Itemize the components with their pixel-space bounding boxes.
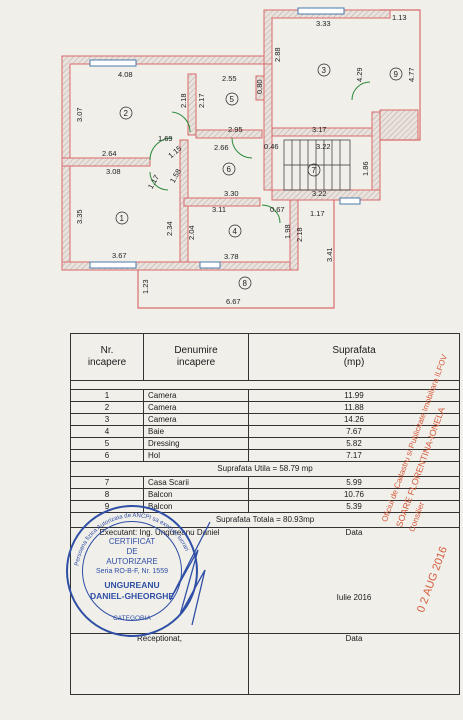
svg-text:1.13: 1.13 bbox=[392, 13, 407, 22]
svg-text:6: 6 bbox=[227, 165, 232, 174]
svg-text:1.23: 1.23 bbox=[141, 279, 150, 294]
data-label: Data bbox=[345, 528, 363, 537]
svg-text:2.88: 2.88 bbox=[273, 47, 282, 62]
signature bbox=[169, 521, 211, 626]
svg-text:4: 4 bbox=[233, 227, 238, 236]
header-name: Denumire incapere bbox=[143, 333, 249, 381]
svg-text:8: 8 bbox=[243, 279, 248, 288]
svg-text:3: 3 bbox=[322, 66, 327, 75]
dimension-labels: 3.33 1.13 4.08 2.55 2.88 0.80 4.29 4.77 … bbox=[75, 13, 416, 306]
cell-name: Baie bbox=[143, 425, 249, 438]
svg-text:3.07: 3.07 bbox=[75, 107, 84, 122]
staircase bbox=[283, 139, 351, 191]
cell-area: 5.39 bbox=[248, 500, 460, 513]
walls bbox=[61, 9, 419, 271]
svg-text:3.17: 3.17 bbox=[312, 125, 327, 134]
svg-text:0.67: 0.67 bbox=[270, 205, 285, 214]
svg-text:3.08: 3.08 bbox=[106, 167, 121, 176]
balcony-outlines bbox=[137, 9, 421, 309]
svg-text:4.77: 4.77 bbox=[407, 67, 416, 82]
authorization-stamp: Persoana fizica Autorizata de ANCPI sa e… bbox=[66, 505, 198, 637]
svg-text:2.18: 2.18 bbox=[179, 93, 188, 108]
cell-name: Dressing bbox=[143, 437, 249, 450]
svg-text:2.95: 2.95 bbox=[228, 125, 243, 134]
stamp-line: CERTIFICAT bbox=[108, 537, 156, 546]
cell-name: Camera bbox=[143, 413, 249, 426]
svg-text:3.35: 3.35 bbox=[75, 209, 84, 224]
svg-text:2.17: 2.17 bbox=[197, 93, 206, 108]
cell-nr: 3 bbox=[70, 413, 144, 426]
svg-text:3.78: 3.78 bbox=[224, 252, 239, 261]
cell-name: Balcon bbox=[143, 488, 249, 501]
svg-text:9: 9 bbox=[394, 70, 399, 79]
header-area: Suprafata (mp) bbox=[248, 333, 460, 381]
cell-nr: 4 bbox=[70, 425, 144, 438]
receptionat-label: Receptionat, bbox=[70, 633, 249, 695]
cell-name: Hol bbox=[143, 449, 249, 462]
stamp-line: Seria RO-B-F, Nr. 1559 bbox=[96, 568, 168, 575]
cell-nr: 2 bbox=[70, 401, 144, 414]
area-table: Nr. incapere Denumire incapere Suprafata… bbox=[70, 333, 460, 695]
executant-date: Iulie 2016 bbox=[336, 593, 372, 602]
svg-text:3.33: 3.33 bbox=[316, 19, 331, 28]
svg-text:2.66: 2.66 bbox=[214, 143, 229, 152]
header-nr: Nr. incapere bbox=[70, 333, 144, 381]
table-header: Nr. incapere Denumire incapere Suprafata… bbox=[70, 333, 460, 381]
svg-text:3.67: 3.67 bbox=[112, 251, 127, 260]
stamp-inner-ring bbox=[82, 521, 182, 621]
cell-nr: 1 bbox=[70, 389, 144, 402]
stamp-line: AUTORIZARE bbox=[106, 557, 158, 566]
svg-text:4.29: 4.29 bbox=[355, 67, 364, 82]
svg-text:2.55: 2.55 bbox=[222, 74, 237, 83]
cell-nr: 8 bbox=[70, 488, 144, 501]
svg-text:3.30: 3.30 bbox=[224, 189, 239, 198]
svg-text:2: 2 bbox=[124, 109, 129, 118]
svg-text:2.64: 2.64 bbox=[102, 149, 117, 158]
stamp-line: CATEGORIA bbox=[113, 615, 151, 622]
floor-plan: 3.33 1.13 4.08 2.55 2.88 0.80 4.29 4.77 … bbox=[61, 7, 421, 309]
cell-nr: 6 bbox=[70, 449, 144, 462]
svg-text:4.08: 4.08 bbox=[118, 70, 133, 79]
svg-text:2.18: 2.18 bbox=[295, 227, 304, 242]
room-numbers: 1 2 3 4 5 6 7 8 9 bbox=[120, 66, 399, 288]
svg-text:0.80: 0.80 bbox=[255, 79, 264, 94]
svg-text:0.46: 0.46 bbox=[264, 142, 279, 151]
cell-name: Casa Scarii bbox=[143, 476, 249, 489]
svg-text:1: 1 bbox=[120, 214, 125, 223]
doors bbox=[149, 81, 371, 224]
svg-text:1.86: 1.86 bbox=[361, 161, 370, 176]
svg-text:3.22: 3.22 bbox=[316, 142, 331, 151]
room-markers bbox=[115, 63, 403, 290]
svg-text:3.11: 3.11 bbox=[212, 205, 226, 214]
svg-text:5: 5 bbox=[230, 95, 235, 104]
svg-text:1.98: 1.98 bbox=[283, 224, 292, 239]
svg-text:7: 7 bbox=[312, 166, 317, 175]
svg-text:3.22: 3.22 bbox=[312, 189, 327, 198]
svg-text:2.04: 2.04 bbox=[187, 225, 196, 240]
table-spacer bbox=[70, 380, 460, 390]
svg-text:6.67: 6.67 bbox=[226, 297, 241, 306]
windows bbox=[89, 7, 361, 269]
cell-name: Camera bbox=[143, 401, 249, 414]
stamp-line: UNGUREANU bbox=[104, 580, 160, 590]
data-label-2: Data bbox=[248, 633, 460, 695]
svg-text:1.69: 1.69 bbox=[158, 134, 173, 143]
cell-nr: 5 bbox=[70, 437, 144, 450]
receptionat-row: Receptionat, Data bbox=[70, 633, 460, 695]
cell-nr: 7 bbox=[70, 476, 144, 489]
stamp-line: DE bbox=[126, 547, 138, 556]
svg-text:2.34: 2.34 bbox=[165, 221, 174, 236]
stamp-line: DANIEL-GHEORGHE bbox=[89, 591, 175, 601]
svg-text:1.17: 1.17 bbox=[310, 209, 325, 218]
cell-name: Camera bbox=[143, 389, 249, 402]
svg-text:3.41: 3.41 bbox=[325, 247, 334, 262]
